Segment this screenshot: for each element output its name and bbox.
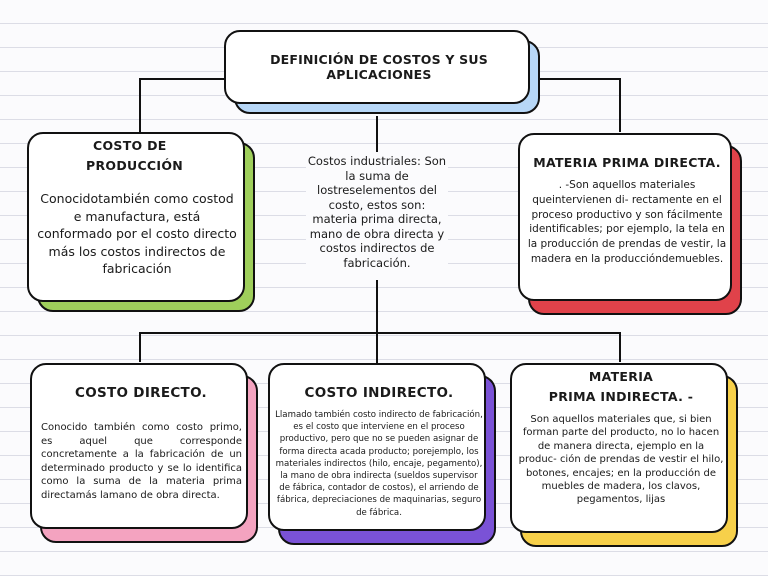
costo-directo-body: Conocido también como costo primo, es aq… — [41, 422, 242, 501]
card-costo-indirecto: COSTO INDIRECTO. Llamado también costo i… — [268, 363, 496, 545]
title-card: DEFINICIÓN DE COSTOS Y SUS APLICACIONES — [224, 30, 540, 114]
materia-prima-directa-body: . -Son aquellos materiales queinterviene… — [527, 179, 727, 265]
card-materia-prima-directa: MATERIA PRIMA DIRECTA. . -Son aquellos m… — [518, 133, 742, 315]
connector-bottom-bar — [139, 332, 621, 362]
card-materia-prima-indirecta: MATERIA PRIMA INDIRECTA. - Son aquellos … — [510, 363, 738, 547]
card-costo-indirecto-box: COSTO INDIRECTO. Llamado también costo i… — [268, 363, 486, 531]
page-title: DEFINICIÓN DE COSTOS Y SUS APLICACIONES — [270, 52, 488, 82]
card-materia-prima-indirecta-box: MATERIA PRIMA INDIRECTA. - Son aquellos … — [510, 363, 728, 533]
costo-produccion-body: Conocidotambién como costod e manufactur… — [37, 191, 237, 276]
connector-right-top — [530, 78, 621, 132]
card-costo-produccion: COSTO DE PRODUCCIÓN Conocidotambién como… — [27, 132, 255, 312]
card-costo-directo-box: COSTO DIRECTO. Conocido también como cos… — [30, 363, 248, 529]
costo-produccion-heading-1: COSTO DE — [93, 138, 167, 153]
card-costo-directo: COSTO DIRECTO. Conocido también como cos… — [30, 363, 258, 543]
costo-directo-heading: COSTO DIRECTO. — [75, 385, 207, 401]
card-materia-prima-directa-box: MATERIA PRIMA DIRECTA. . -Son aquellos m… — [518, 133, 732, 301]
costo-indirecto-heading: COSTO INDIRECTO. — [304, 385, 454, 401]
materia-prima-directa-heading: MATERIA PRIMA DIRECTA. — [533, 155, 721, 170]
title-card-box: DEFINICIÓN DE COSTOS Y SUS APLICACIONES — [224, 30, 530, 104]
card-costo-produccion-box: COSTO DE PRODUCCIÓN Conocidotambién como… — [27, 132, 245, 302]
materia-prima-indirecta-heading-2: PRIMA INDIRECTA. - — [548, 389, 694, 404]
connector-left-top — [139, 78, 228, 132]
materia-prima-indirecta-heading-1: MATERIA — [588, 369, 654, 384]
center-description: Costos industriales: Son la suma de lost… — [306, 154, 448, 270]
costo-indirecto-body: Llamado también costo indirecto de fabri… — [275, 410, 483, 518]
costo-produccion-heading-2: PRODUCCIÓN — [86, 158, 184, 173]
materia-prima-indirecta-body: Son aquellos materiales que, si bien for… — [518, 414, 724, 506]
